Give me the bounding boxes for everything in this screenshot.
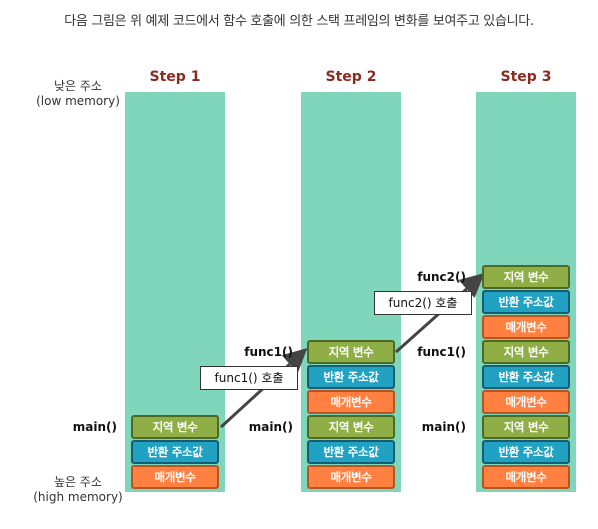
step-3-func1-label: func1() (417, 345, 466, 359)
step-1-main-local-vars: 지역 변수 (131, 415, 219, 439)
step-2-title: Step 2 (325, 69, 377, 85)
low-memory-subtitle: (low memory) (36, 94, 120, 108)
step-1-main-params: 매개변수 (131, 465, 219, 489)
step-3-func1-params: 매개변수 (482, 390, 570, 414)
low-memory-label: 낮은 주소 (low memory) (28, 79, 128, 109)
step-2-main-params: 매개변수 (307, 465, 395, 489)
low-memory-title: 낮은 주소 (54, 79, 102, 93)
step-3-func2-params: 매개변수 (482, 315, 570, 339)
step-1-main-return-address: 반환 주소값 (131, 440, 219, 464)
step-3-main-return-address: 반환 주소값 (482, 440, 570, 464)
func2-call-box: func2() 호출 (374, 291, 472, 315)
step-1-title: Step 1 (149, 69, 201, 85)
step-3-main-label: main() (421, 420, 466, 434)
step-1-main-label: main() (72, 420, 117, 434)
diagram-caption: 다음 그림은 위 예제 코드에서 함수 호출에 의한 스택 프레임의 변화를 보… (64, 14, 534, 29)
high-memory-subtitle: (high memory) (33, 490, 123, 504)
step-3-func2-label: func2() (417, 270, 466, 284)
step-3-func1-local-vars: 지역 변수 (482, 340, 570, 364)
step-2-func1-return-address: 반환 주소값 (307, 365, 395, 389)
step-3-func2-return-address: 반환 주소값 (482, 290, 570, 314)
high-memory-title: 높은 주소 (54, 475, 102, 489)
step-2-func1-params: 매개변수 (307, 390, 395, 414)
step-3-func2-local-vars: 지역 변수 (482, 265, 570, 289)
step-2-func1-local-vars: 지역 변수 (307, 340, 395, 364)
func1-call-box: func1() 호출 (200, 366, 298, 390)
high-memory-label: 높은 주소 (high memory) (28, 475, 128, 505)
step-3-title: Step 3 (500, 69, 552, 85)
step-2-main-label: main() (248, 420, 293, 434)
step-3-main-params: 매개변수 (482, 465, 570, 489)
step-2-main-return-address: 반환 주소값 (307, 440, 395, 464)
step-2-main-local-vars: 지역 변수 (307, 415, 395, 439)
step-3-func1-return-address: 반환 주소값 (482, 365, 570, 389)
step-3-main-local-vars: 지역 변수 (482, 415, 570, 439)
step-2-func1-label: func1() (244, 345, 293, 359)
